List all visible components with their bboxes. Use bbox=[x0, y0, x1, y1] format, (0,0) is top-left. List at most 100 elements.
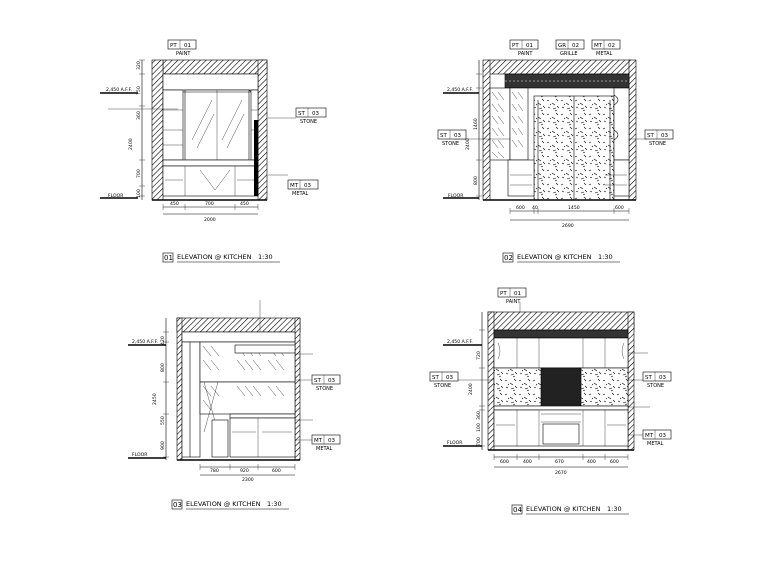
ceiling-slab bbox=[162, 59, 268, 75]
svg-text:STONE: STONE bbox=[300, 119, 317, 125]
bulkhead bbox=[181, 331, 296, 343]
svg-text:40: 40 bbox=[532, 205, 538, 211]
svg-text:700: 700 bbox=[476, 437, 482, 446]
svg-text:MT: MT bbox=[314, 438, 323, 444]
vertical-dims-02: 1460 2400 800 bbox=[465, 118, 479, 185]
svg-text:600: 600 bbox=[516, 205, 525, 211]
tag-d4-st-left: ST 03 STONE bbox=[429, 371, 459, 389]
svg-text:ST: ST bbox=[647, 133, 654, 139]
svg-text:PT: PT bbox=[170, 43, 177, 49]
svg-text:03: 03 bbox=[328, 378, 335, 384]
svg-text:01: 01 bbox=[514, 291, 521, 297]
countertop bbox=[229, 413, 296, 419]
left-base-cabinet bbox=[507, 159, 535, 197]
svg-text:920: 920 bbox=[240, 468, 249, 474]
left-wine-rack bbox=[489, 87, 511, 161]
svg-text:03: 03 bbox=[454, 133, 461, 139]
elevation-04 bbox=[443, 302, 650, 468]
level-label: 2,450 A.F.F. bbox=[447, 87, 473, 93]
vertical-dims-01: 320 750 360 2400 700 100 bbox=[128, 61, 142, 198]
level-label: FLOOR bbox=[448, 193, 464, 199]
svg-text:03: 03 bbox=[659, 375, 666, 381]
svg-text:550: 550 bbox=[160, 416, 166, 425]
svg-text:400: 400 bbox=[523, 459, 532, 465]
svg-text:2690: 2690 bbox=[562, 223, 574, 229]
side-panel bbox=[181, 341, 201, 458]
tag-d2-st-right: ST 03 STONE bbox=[644, 129, 674, 147]
caption-04: 04 ELEVATION @ KITCHEN 1:30 bbox=[511, 504, 629, 515]
svg-text:800: 800 bbox=[160, 363, 166, 372]
countertop bbox=[493, 405, 629, 411]
svg-text:PT: PT bbox=[500, 291, 507, 297]
svg-text:1:30: 1:30 bbox=[598, 253, 613, 261]
ceiling-slab bbox=[487, 311, 635, 331]
svg-text:400: 400 bbox=[587, 459, 596, 465]
svg-text:03: 03 bbox=[659, 433, 666, 439]
svg-text:04: 04 bbox=[513, 506, 522, 514]
svg-text:METAL: METAL bbox=[316, 446, 333, 452]
svg-text:03: 03 bbox=[446, 375, 453, 381]
svg-text:450: 450 bbox=[240, 201, 249, 207]
tag-d1-st: ST 03 STONE bbox=[295, 107, 327, 125]
tag-d1-pt: PT 01 PAINT bbox=[167, 39, 197, 57]
svg-text:METAL: METAL bbox=[292, 191, 309, 197]
left-wall bbox=[151, 59, 164, 201]
right-wall bbox=[628, 59, 637, 201]
svg-text:600: 600 bbox=[272, 468, 281, 474]
svg-text:1:30: 1:30 bbox=[258, 253, 273, 261]
svg-text:MT: MT bbox=[290, 183, 299, 189]
horizontal-dims-01: 450 700 450 2000 bbox=[170, 201, 249, 223]
svg-text:ELEVATION @ KITCHEN: ELEVATION @ KITCHEN bbox=[177, 253, 252, 261]
countertop bbox=[162, 159, 259, 167]
caption-02: 02 ELEVATION @ KITCHEN 1:30 bbox=[502, 252, 620, 263]
svg-text:STONE: STONE bbox=[647, 383, 664, 389]
tag-d3-mt: MT 03 METAL bbox=[311, 434, 341, 452]
tag-d2-pt: PT 01 PAINT bbox=[509, 39, 539, 57]
base-cabinets bbox=[229, 417, 296, 458]
caption-03: 03 ELEVATION @ KITCHEN 1:30 bbox=[171, 499, 289, 510]
ceiling-slab bbox=[488, 59, 632, 75]
pantry-door bbox=[211, 419, 229, 458]
left-wall bbox=[176, 317, 183, 461]
tall-panel bbox=[254, 120, 258, 196]
svg-text:2000: 2000 bbox=[204, 217, 216, 223]
svg-text:320: 320 bbox=[136, 61, 142, 70]
svg-text:360: 360 bbox=[476, 411, 482, 420]
right-shelves bbox=[613, 87, 630, 161]
level-label: FLOOR bbox=[108, 193, 124, 199]
ceiling-slab bbox=[176, 317, 301, 333]
level-label: 2,450 A.F.F. bbox=[106, 87, 132, 93]
svg-text:03: 03 bbox=[312, 111, 319, 117]
level-label: FLOOR bbox=[132, 452, 148, 458]
base-cabinets bbox=[162, 165, 259, 197]
svg-text:2400: 2400 bbox=[465, 138, 471, 150]
svg-text:2450: 2450 bbox=[152, 393, 158, 405]
svg-text:2670: 2670 bbox=[555, 470, 567, 476]
svg-text:800: 800 bbox=[473, 176, 479, 185]
upper-cabinet-band bbox=[162, 73, 259, 91]
tag-d2-gr: GR 02 GRILLE bbox=[555, 39, 585, 57]
svg-text:ELEVATION @ KITCHEN: ELEVATION @ KITCHEN bbox=[517, 253, 592, 261]
elevation-01 bbox=[100, 59, 296, 215]
upper-cabinets bbox=[493, 337, 629, 369]
tag-d2-mt: MT 02 METAL bbox=[591, 39, 621, 57]
level-label: 2,450 A.F.F. bbox=[132, 339, 158, 345]
svg-text:03: 03 bbox=[661, 133, 668, 139]
svg-text:ELEVATION @ KITCHEN: ELEVATION @ KITCHEN bbox=[186, 500, 261, 508]
svg-text:ST: ST bbox=[298, 111, 305, 117]
right-wall bbox=[257, 59, 268, 201]
left-shelves bbox=[162, 89, 184, 161]
cornice-band bbox=[493, 329, 629, 339]
tall-glass-cabinets bbox=[199, 381, 296, 415]
svg-text:360: 360 bbox=[136, 111, 142, 120]
svg-text:ELEVATION @ KITCHEN: ELEVATION @ KITCHEN bbox=[526, 505, 601, 513]
svg-text:1:30: 1:30 bbox=[607, 505, 622, 513]
svg-text:STONE: STONE bbox=[434, 383, 451, 389]
svg-text:600: 600 bbox=[610, 459, 619, 465]
svg-text:600: 600 bbox=[615, 205, 624, 211]
svg-text:750: 750 bbox=[136, 86, 142, 95]
elevation-03 bbox=[128, 300, 313, 476]
svg-text:450: 450 bbox=[170, 201, 179, 207]
svg-text:700: 700 bbox=[205, 201, 214, 207]
caption-01: 01 ELEVATION @ KITCHEN 1:30 bbox=[162, 252, 280, 263]
